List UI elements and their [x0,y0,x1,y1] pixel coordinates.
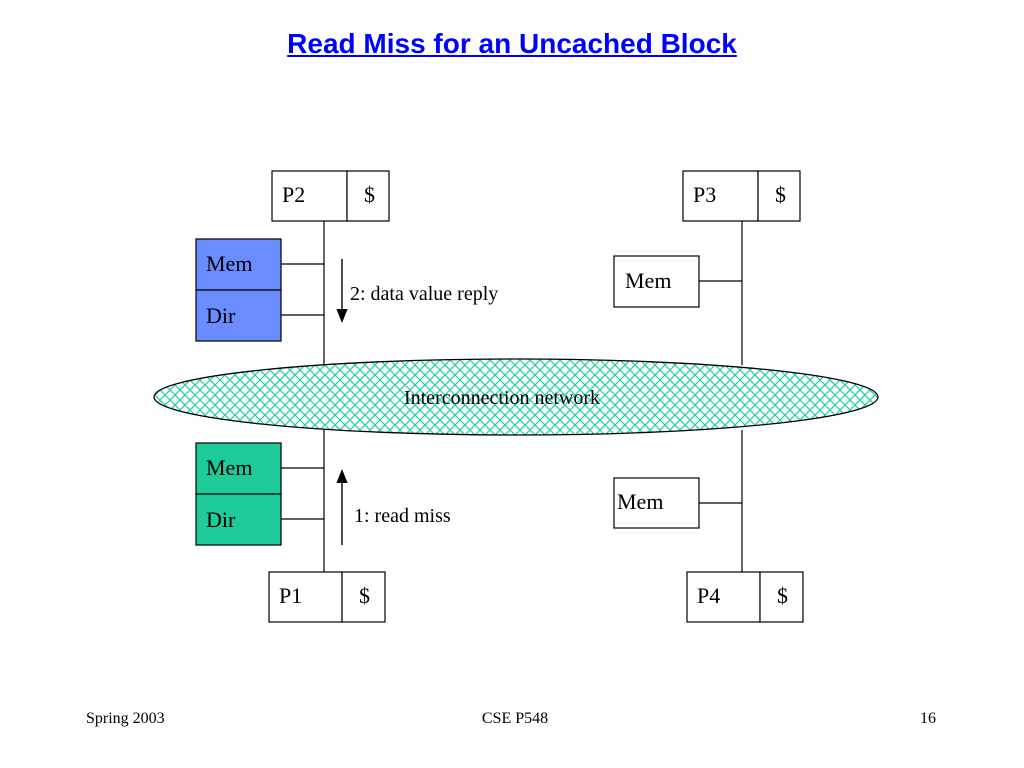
p1-cache-box [341,571,386,623]
footer-date: Spring 2003 [86,710,165,727]
reply-label: 2: data value reply [350,283,498,305]
home-bottom-mem-label: Mem [206,455,252,480]
home-top-mem-box [195,238,282,291]
network-ellipse [153,358,879,436]
p1-label: P1 [279,583,302,608]
footer-course: CSE P548 [481,710,549,727]
home-bottom-dir-label: Dir [206,507,236,532]
home-top-dir-label: Dir [206,303,236,328]
p2-cache-box [346,170,390,222]
p4-cache-box [759,571,804,623]
p4-cache-label: $ [777,583,788,608]
slide-title: Read Miss for an Uncached Block [287,28,737,59]
right-bottom-mem-label: Mem [617,489,663,514]
home-top-dir-box [195,289,282,342]
p4-proc-box [686,571,761,623]
right-top-mem-label: Mem [625,268,671,293]
p3-label: P3 [693,182,716,207]
request-label: 1: read miss [354,505,451,527]
home-bottom-mem-box [195,442,282,495]
network-label: Interconnection network [404,387,600,409]
right-bottom-mem-box [613,477,700,529]
p3-proc-box [682,170,759,222]
p2-label: P2 [282,182,305,207]
footer-page-number: 16 [920,710,936,727]
p1-proc-box [268,571,343,623]
p3-cache-box [757,170,801,222]
p2-cache-label: $ [364,182,375,207]
right-top-mem-box [613,255,700,308]
p3-cache-label: $ [775,182,786,207]
home-bottom-dir-box [195,493,282,546]
p4-label: P4 [697,583,720,608]
home-top-mem-label: Mem [206,251,252,276]
p1-cache-label: $ [359,583,370,608]
